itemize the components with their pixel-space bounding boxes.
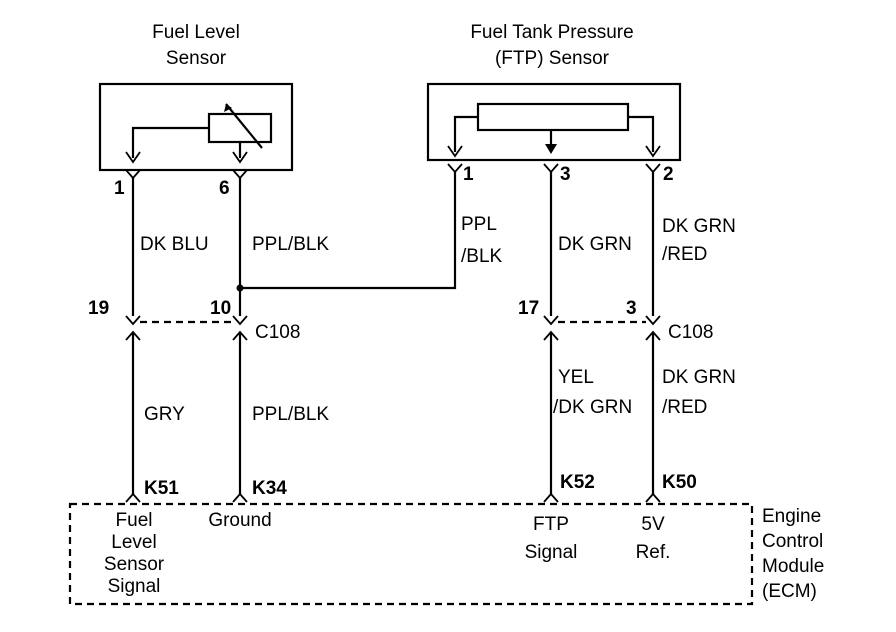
fuel-level-pin-1: 1 [114,178,125,199]
wire-label-dk-grn: DK GRN [558,234,632,255]
wire-label-ppl: PPL [461,214,497,235]
c108-pin-19: 19 [88,298,109,319]
connector-name-left: C108 [255,322,300,343]
ecm-pin-k34: K34 [252,478,287,499]
wire-label-dk-grn-red-1: DK GRN [662,216,736,237]
ecm-pin-k52: K52 [560,472,595,493]
ftp-pin-1: 1 [463,164,474,185]
terminal-icon [232,492,248,503]
terminal-icon [232,169,248,180]
ftp-sensor-box [426,82,682,162]
ecm-title-1: Engine [762,506,821,527]
ecm-label-fuel-level-2: Level [111,532,156,553]
ecm-title-3: Module [762,556,824,577]
wire-label-yel: YEL [558,367,594,388]
terminal-icon [125,315,141,326]
ftp-pin-2: 2 [663,164,674,185]
pin-arrow-icon [447,145,463,158]
ftp-sensor-title-2: (FTP) Sensor [495,48,610,69]
terminal-icon [645,163,661,174]
ecm-pin-k51: K51 [144,478,179,499]
wire-label-dk-grn-red-lower-1: DK GRN [662,367,736,388]
terminal-icon [125,492,141,503]
resistor-arrow-line [225,103,263,149]
ecm-pin-k50: K50 [662,472,697,493]
terminal-icon [447,163,463,174]
fuel-level-internal-wire-left [131,126,209,158]
ecm-label-ground: Ground [208,510,271,531]
variable-resistor-icon [207,112,273,144]
ecm-box [68,502,754,606]
resistor-arrow-head-icon [224,104,232,112]
fuel-level-pin-6: 6 [219,178,230,199]
ecm-title-2: Control [762,531,823,552]
terminal-icon [645,315,661,326]
ecm-label-5v-2: Ref. [636,542,671,563]
wire-label-dk-grn-red-2: /RED [662,244,707,265]
pin-arrow-icon [232,151,248,164]
fuel-level-sensor-title-1: Fuel Level [152,22,240,43]
ecm-label-ftp-2: Signal [525,542,578,563]
pin-arrow-icon [645,145,661,158]
pin-arrow-icon [125,151,141,164]
wire-label-dk-grn-lower: /DK GRN [553,397,632,418]
pressure-sensor-element-icon [476,102,630,132]
wire-label-ppl-blk: PPL/BLK [252,234,329,255]
lower-wires: GRY PPL/BLK YEL /DK GRN DK GRN /RED [131,332,736,494]
ecm-module: K51 K34 K52 K50 Fuel Level Sensor Signal… [68,472,824,606]
ecm-label-5v-1: 5V [641,514,665,535]
upper-wires: DK BLU PPL/BLK PPL /BLK DK GRN DK GRN /R… [131,172,736,316]
wire-label-ppl-blk-lower: PPL/BLK [252,404,329,425]
wire-label-dk-blu: DK BLU [140,234,209,255]
wire-label-dk-grn-red-lower-2: /RED [662,397,707,418]
ftp-center-arrow-icon [545,144,557,154]
wire-label-gry: GRY [144,404,185,425]
c108-pin-10: 10 [210,298,231,319]
terminal-icon [125,169,141,180]
ftp-sensor-title-1: Fuel Tank Pressure [470,22,633,43]
connector-c108: 19 10 C108 17 3 C108 [88,298,713,343]
terminal-icon [543,163,559,174]
ftp-internal-wire-right [628,115,655,152]
terminal-icon [543,315,559,326]
ftp-pin-3: 3 [560,164,571,185]
ecm-label-ftp-1: FTP [533,514,569,535]
terminal-icon [645,492,661,503]
fuel-level-sensor-box [98,82,294,172]
c108-pin-3: 3 [626,298,637,319]
splice-icon [236,284,244,292]
ftp-internal-wire-left [453,115,478,152]
connector-name-right: C108 [668,322,713,343]
wire-ppl-blk-ftp [240,172,457,290]
fuel-level-sensor: Fuel Level Sensor 1 6 [98,22,294,199]
ecm-label-fuel-level-1: Fuel [116,510,153,531]
fuel-level-sensor-title-2: Sensor [166,48,227,69]
ecm-title-4: (ECM) [762,581,817,602]
ecm-label-fuel-level-3: Sensor [104,554,165,575]
wire-label-blk: /BLK [461,246,503,267]
terminal-icon [232,315,248,326]
ecm-label-fuel-level-4: Signal [108,576,161,597]
terminal-icon [543,492,559,503]
c108-pin-17: 17 [518,298,539,319]
ftp-sensor: Fuel Tank Pressure (FTP) Sensor 1 3 2 [426,22,682,185]
